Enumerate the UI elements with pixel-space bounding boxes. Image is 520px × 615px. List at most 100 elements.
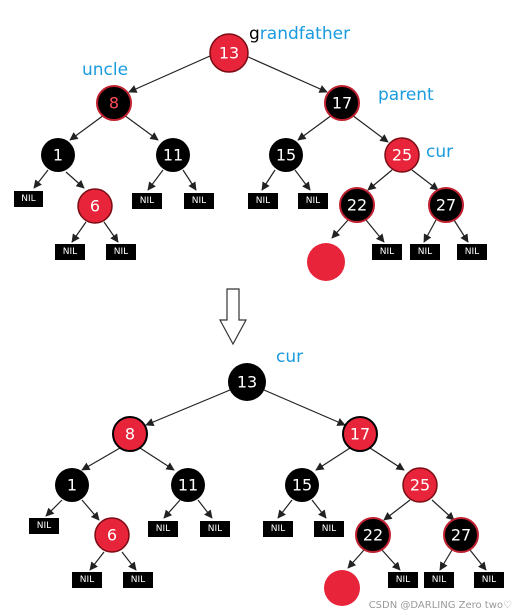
svg-text:NIL: NIL [156,524,170,534]
bottom-tree: 13 8 17 1 11 15 25 6 [29,347,504,606]
node-key: 22 [363,526,383,545]
node-key: 15 [292,476,312,495]
tree-node-circle [355,517,391,553]
svg-text:NIL: NIL [21,194,35,204]
tree-node-circle [41,138,75,172]
nil-leaf: NIL [248,193,278,209]
svg-text:NIL: NIL [80,575,94,585]
tree-node-circle [156,138,190,172]
nil-leaf: NIL [372,244,402,260]
nil-leaf: NIL [55,244,85,260]
bottom-node-27: 27 [443,517,479,553]
svg-text:NIL: NIL [465,247,479,257]
label-cur: cur [426,142,453,162]
svg-text:NIL: NIL [192,196,206,206]
top-edges [33,55,469,243]
nil-leaf: NIL [184,193,214,209]
nil-leaf: NIL [14,191,43,207]
top-node-6: 6 [77,188,113,224]
node-key: 6 [90,197,100,216]
nil-leaf: NIL [29,518,59,534]
node-key: 27 [451,526,471,545]
tree-node-circle [428,187,464,223]
top-node-17: 17 [324,85,360,121]
bottom-node-22: 22 [355,517,391,553]
node-key: 8 [125,425,135,444]
svg-text:NIL: NIL [380,247,394,257]
svg-text:NIL: NIL [37,521,51,531]
node-key: 13 [237,373,257,392]
label-grandfather: grandfather [249,24,350,44]
nil-leaf: NIL [424,572,454,588]
bottom-node-25: 25 [402,467,438,503]
top-nil-leaves: NIL NIL NIL NIL NIL NIL NIL NIL NIL NIL [14,191,487,260]
top-node-13: 13 [209,33,249,73]
label-uncle: uncle [82,60,128,80]
tree-node-circle [269,138,303,172]
svg-text:NIL: NIL [396,575,410,585]
top-node-27: 27 [428,187,464,223]
tree-node-circle [324,85,360,121]
inserted-node-circle [324,570,360,606]
down-arrow-icon [218,288,248,346]
svg-text:NIL: NIL [432,575,446,585]
bottom-node-11: 11 [171,468,205,502]
top-node-15: 15 [269,138,303,172]
tree-node-circle [402,467,438,503]
node-key: 13 [219,44,239,63]
nil-leaf: NIL [148,521,178,537]
tree-node-circle [112,416,148,452]
tree-node-circle [96,85,132,121]
node-key: 6 [107,526,117,545]
svg-text:NIL: NIL [140,196,154,206]
svg-text:NIL: NIL [306,196,320,206]
nil-leaf: NIL [410,244,440,260]
top-node-1: 1 [41,138,75,172]
nil-leaf: NIL [132,193,162,209]
tree-node-circle [171,468,205,502]
bottom-node-1: 1 [55,468,89,502]
tree-node-circle [285,468,319,502]
tree-node-circle [443,517,479,553]
top-node-22: 22 [339,187,375,223]
node-key: 27 [436,196,456,215]
node-key: 11 [178,476,198,495]
svg-text:NIL: NIL [256,196,270,206]
svg-text:NIL: NIL [418,247,432,257]
credit-text: CSDN @DARLING Zero two♡ [369,600,512,611]
label-parent: parent [378,85,434,105]
node-key: 25 [410,476,430,495]
node-key: 22 [347,196,367,215]
bottom-edges [45,389,487,571]
top-node-8: 8 [96,85,132,121]
svg-text:NIL: NIL [208,524,222,534]
node-key: 8 [109,94,119,113]
nil-leaf: NIL [200,521,230,537]
tree-node-circle [77,188,113,224]
nil-leaf: NIL [106,244,136,260]
node-key: 1 [53,146,63,165]
tree-node-circle [209,33,249,73]
bottom-node-8: 8 [112,416,148,452]
inserted-node-circle [307,243,345,281]
bottom-nil-leaves: NIL NIL NIL NIL NIL NIL NIL NIL NIL NIL [29,518,504,588]
tree-node-circle [384,137,420,173]
nil-leaf: NIL [474,572,504,588]
tree-node-circle [342,416,378,452]
node-key: 1 [67,476,77,495]
node-key: 15 [276,146,296,165]
svg-text:NIL: NIL [63,247,77,257]
top-tree: 13 8 17 1 11 15 25 6 [14,24,487,281]
bottom-node-17: 17 [342,416,378,452]
svg-text:NIL: NIL [131,575,145,585]
nil-leaf: NIL [314,521,344,537]
bottom-node-15: 15 [285,468,319,502]
node-key: 17 [350,425,370,444]
tree-node-circle [228,363,266,401]
node-key: 25 [392,146,412,165]
top-node-11: 11 [156,138,190,172]
node-key: 11 [163,146,183,165]
bottom-node-6: 6 [94,517,130,553]
tree-node-circle [94,517,130,553]
